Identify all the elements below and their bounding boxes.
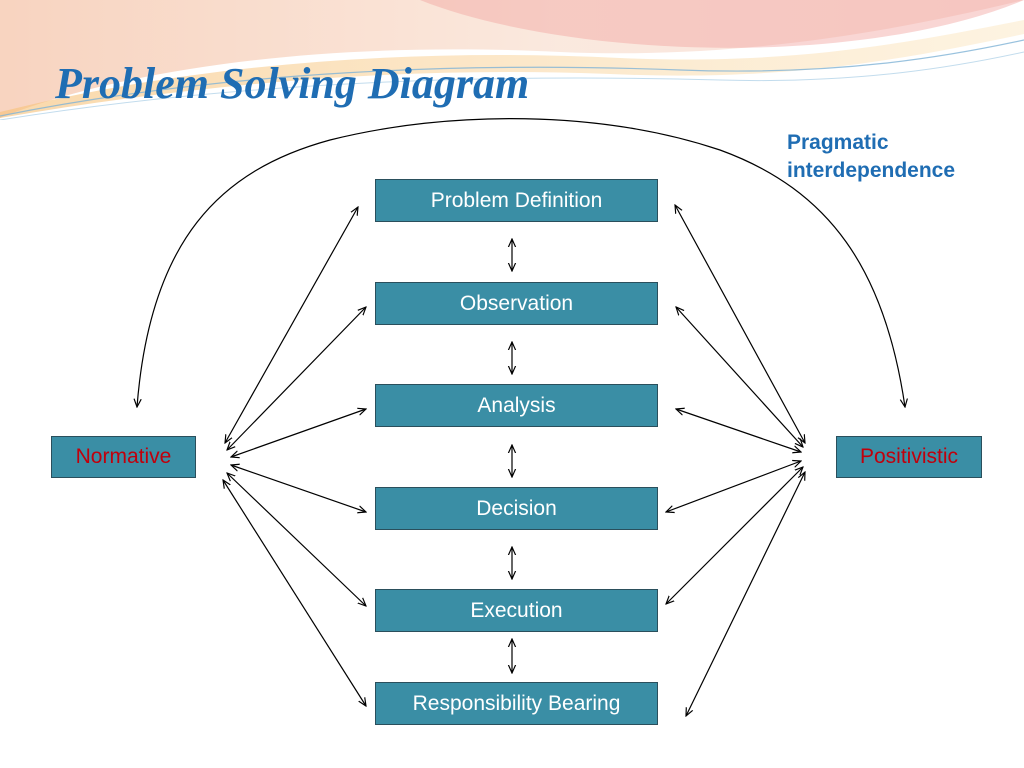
step-observation: Observation	[375, 282, 658, 325]
annotation-line-2: interdependence	[787, 159, 956, 182]
connector-positivistic-analysis	[676, 409, 801, 452]
connector-normative-observation	[227, 307, 366, 450]
connector-normative-decision	[231, 465, 366, 512]
connector-normative-responsibility	[223, 480, 366, 706]
annotation: Pragmatic interdependence	[787, 129, 1007, 185]
node-positivistic: Positivistic	[836, 436, 982, 478]
connector-positivistic-observation	[676, 307, 803, 447]
connector-normative-execution	[227, 473, 366, 606]
annotation-line-1: Pragmatic	[787, 131, 889, 154]
connector-normative-definition	[225, 207, 358, 443]
connector-positivistic-execution	[666, 467, 803, 604]
connector-normative-analysis	[231, 409, 366, 457]
step-analysis: Analysis	[375, 384, 658, 427]
step-execution: Execution	[375, 589, 658, 632]
step-responsibility-bearing: Responsibility Bearing	[375, 682, 658, 725]
node-normative: Normative	[51, 436, 196, 478]
connector-positivistic-decision	[666, 461, 801, 512]
connector-positivistic-definition	[675, 205, 805, 443]
pragmatic-arc	[137, 118, 905, 407]
step-problem-definition: Problem Definition	[375, 179, 658, 222]
step-decision: Decision	[375, 487, 658, 530]
connector-positivistic-responsibility	[686, 472, 805, 716]
header-decoration	[0, 0, 1024, 120]
slide-title: Problem Solving Diagram	[55, 59, 530, 108]
